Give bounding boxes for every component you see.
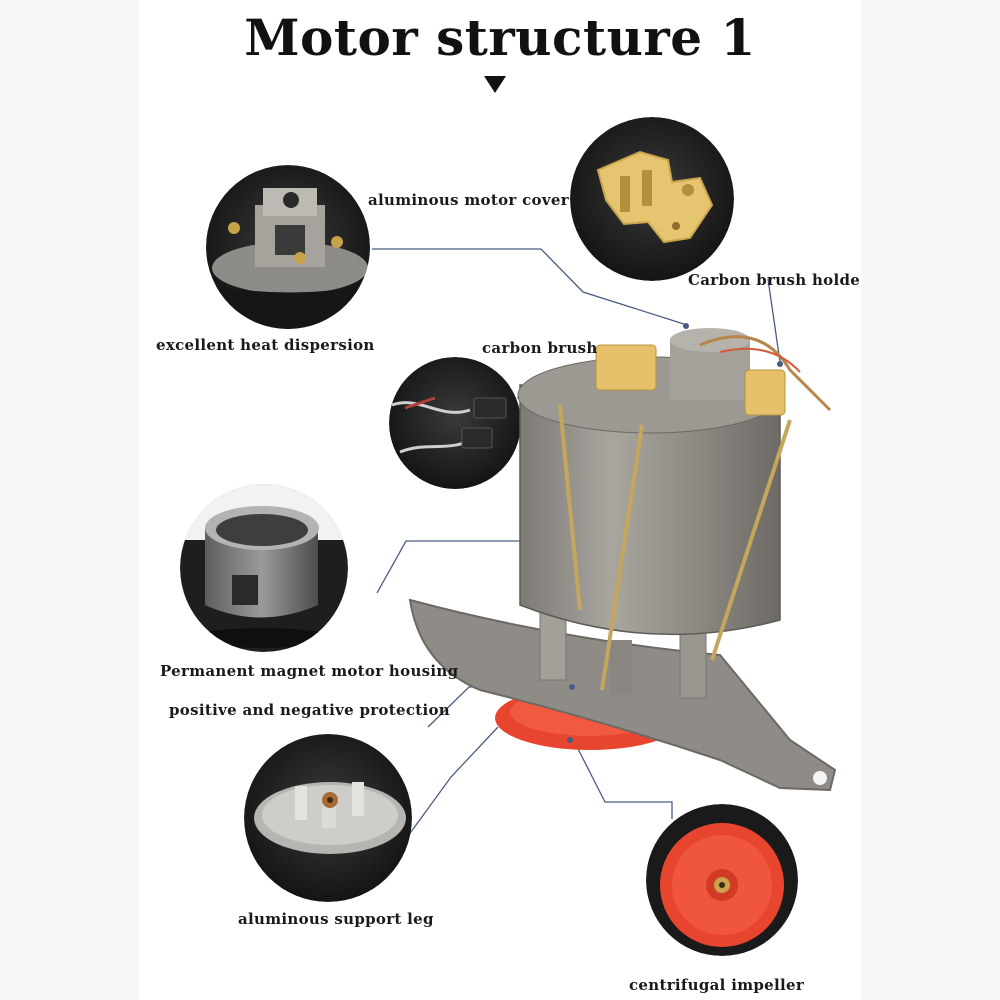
magnet-housing-photo bbox=[180, 484, 348, 652]
leader-line-magnet-housing bbox=[376, 540, 556, 594]
label-excellent-heat-dispersion: excellent heat dispersion bbox=[156, 336, 375, 354]
label-carbon-brush-holder: Carbon brush holde bbox=[688, 271, 861, 289]
brush-holder-photo bbox=[570, 117, 734, 281]
label-centrifugal-impeller: centrifugal impeller bbox=[629, 976, 805, 994]
leader-line-brush-holder bbox=[767, 278, 781, 363]
impeller-photo bbox=[646, 804, 798, 956]
label-carbon-brush: carbon brush bbox=[482, 339, 598, 357]
down-arrow-icon bbox=[484, 76, 506, 93]
label-permanent-magnet-motor-housing: Permanent magnet motor housing bbox=[160, 662, 459, 680]
page-title: Motor structure 1 bbox=[244, 8, 756, 67]
right-margin-panel bbox=[862, 0, 1000, 1000]
support-leg-photo bbox=[244, 734, 412, 902]
label-aluminous-motor-cover: aluminous motor cover bbox=[368, 191, 569, 209]
leader-line-support-leg bbox=[407, 726, 499, 837]
label-positive-negative-protection: positive and negative protection bbox=[169, 701, 450, 719]
label-aluminous-support-leg: aluminous support leg bbox=[238, 910, 434, 928]
left-margin-panel bbox=[0, 0, 138, 1000]
leader-line-motor-cover bbox=[372, 248, 688, 326]
carbon-brush-photo bbox=[389, 357, 521, 489]
motor-cover-photo bbox=[206, 165, 370, 329]
leader-line-impeller bbox=[571, 736, 673, 819]
motor-assembly-photo bbox=[408, 323, 837, 792]
